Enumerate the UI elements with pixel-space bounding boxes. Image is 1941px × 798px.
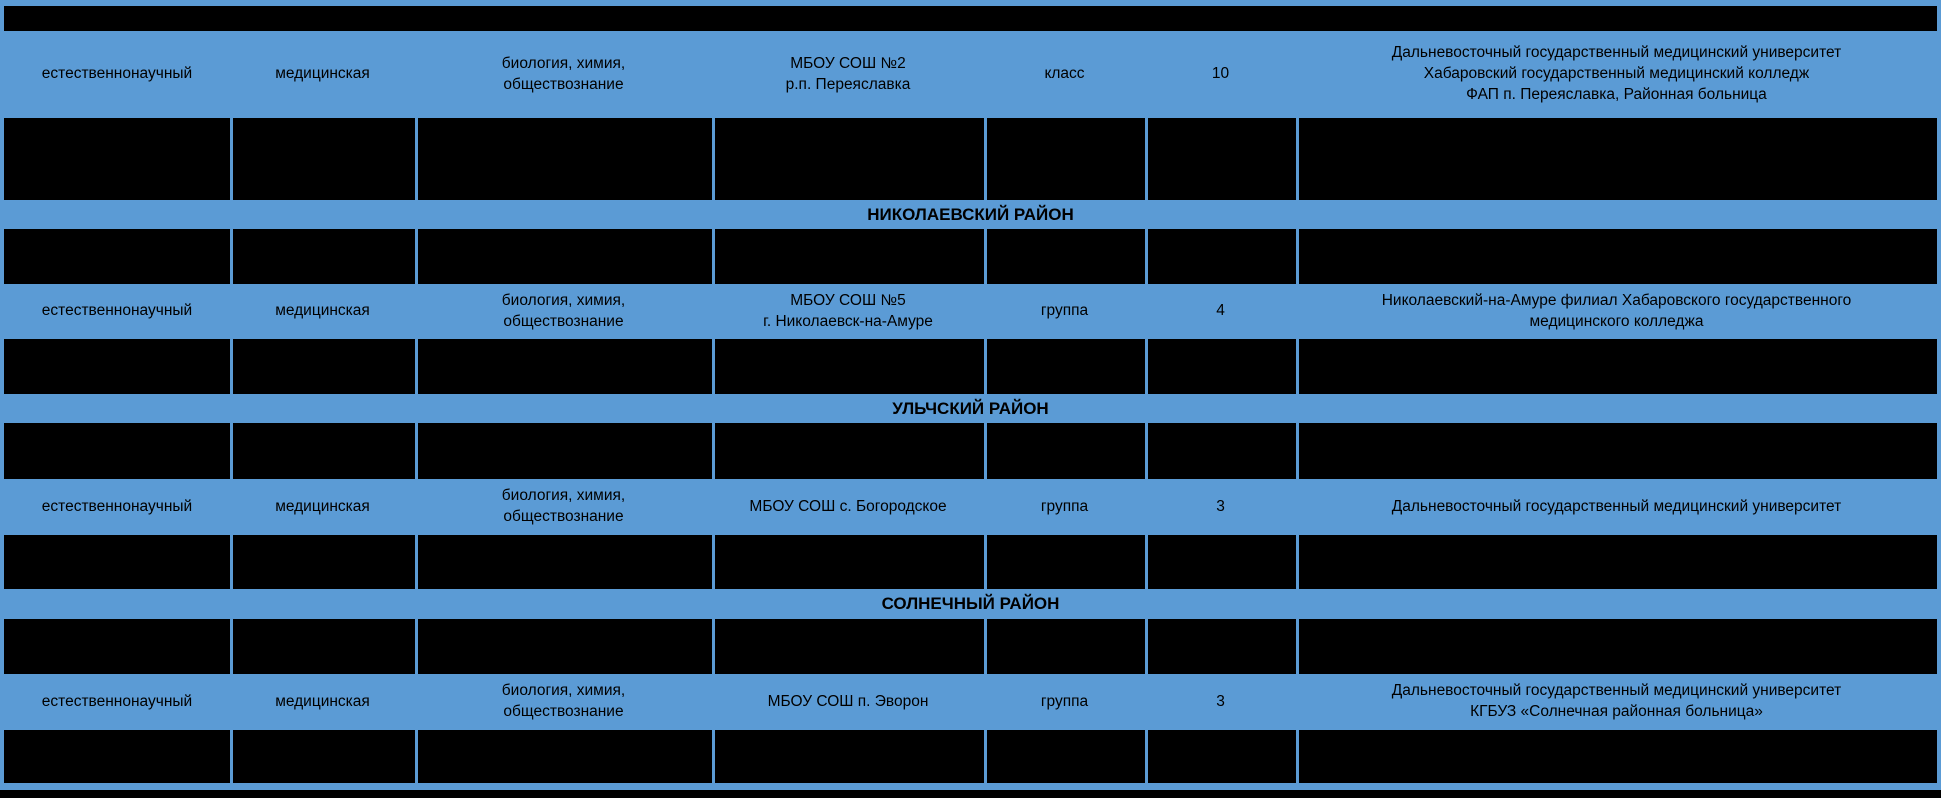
redacted-cell xyxy=(984,423,1145,479)
section-header-row: УЛЬЧСКИЙ РАЙОН xyxy=(4,394,1937,423)
section-header-label: НИКОЛАЕВСКИЙ РАЙОН xyxy=(867,204,1074,224)
redacted-cell xyxy=(4,118,230,200)
redacted-cell xyxy=(1296,730,1937,783)
redacted-cell xyxy=(230,339,415,394)
redacted-cell xyxy=(230,730,415,783)
redacted-cell xyxy=(415,118,712,200)
section-header-row: СОЛНЕЧНЫЙ РАЙОН xyxy=(4,589,1937,619)
redacted-cell xyxy=(415,535,712,589)
redacted-cell xyxy=(712,118,984,200)
cell-subjects: биология, химия, обществознание xyxy=(501,291,626,330)
cell-profile: естественнонаучный xyxy=(41,65,193,83)
redacted-cell xyxy=(1145,730,1296,783)
redacted-cell xyxy=(712,339,984,394)
table-row: естественнонаучный медицинская биология,… xyxy=(4,284,1937,339)
cell-partners: Дальневосточный государственный медицинс… xyxy=(1391,44,1842,103)
cell-subjects: биология, химия, обществознание xyxy=(501,54,626,93)
redacted-bottom-band xyxy=(0,790,1941,798)
redacted-cell xyxy=(4,619,230,674)
redacted-row xyxy=(4,730,1937,783)
cell-subjects: биология, химия, обществознание xyxy=(501,682,626,720)
redacted-cell xyxy=(1145,423,1296,479)
redacted-cell xyxy=(4,535,230,589)
redacted-cell xyxy=(984,339,1145,394)
redacted-row xyxy=(4,339,1937,394)
redacted-cell xyxy=(1145,118,1296,200)
section-header-label: СОЛНЕЧНЫЙ РАЙОН xyxy=(881,594,1060,613)
cell-direction: медицинская xyxy=(275,692,370,710)
cell-direction: медицинская xyxy=(275,302,370,320)
table-row: естественнонаучный медицинская биология,… xyxy=(4,31,1937,118)
redacted-row xyxy=(4,118,1937,200)
redacted-cell xyxy=(984,619,1145,674)
cell-partners: Дальневосточный государственный медицинс… xyxy=(1391,682,1842,720)
section-header-row: НИКОЛАЕВСКИЙ РАЙОН xyxy=(4,200,1937,229)
cell-form: группа xyxy=(1040,497,1089,515)
redacted-cell xyxy=(1145,535,1296,589)
cell-partners: Дальневосточный государственный медицинс… xyxy=(1391,497,1842,515)
redacted-cell xyxy=(1145,619,1296,674)
redacted-cell xyxy=(712,423,984,479)
cell-school: МБОУ СОШ с. Богородское xyxy=(749,497,947,515)
redacted-cell xyxy=(712,730,984,783)
redacted-cell xyxy=(1296,535,1937,589)
redacted-cell xyxy=(984,535,1145,589)
redacted-row xyxy=(4,229,1937,284)
redacted-cell xyxy=(984,730,1145,783)
cell-count: 3 xyxy=(1216,692,1225,710)
redacted-row xyxy=(4,423,1937,479)
cell-form: группа xyxy=(1040,302,1089,320)
cell-form: группа xyxy=(1040,692,1089,710)
cell-direction: медицинская xyxy=(275,65,370,83)
redacted-cell xyxy=(1296,339,1937,394)
redacted-cell xyxy=(4,423,230,479)
cell-profile: естественнонаучный xyxy=(41,692,193,710)
redacted-cell xyxy=(230,535,415,589)
table-row: естественнонаучный медицинская биология,… xyxy=(4,674,1937,730)
redacted-row xyxy=(4,535,1937,589)
redacted-cell xyxy=(984,118,1145,200)
redacted-cell xyxy=(230,118,415,200)
cell-count: 4 xyxy=(1216,302,1225,320)
cell-school: МБОУ СОШ п. Эворон xyxy=(767,692,929,710)
cell-partners: Николаевский-на-Амуре филиал Хабаровског… xyxy=(1381,291,1852,330)
redacted-cell xyxy=(415,730,712,783)
redacted-cell xyxy=(712,619,984,674)
redacted-row xyxy=(4,619,1937,674)
redacted-cell xyxy=(230,229,415,284)
redacted-cell xyxy=(1296,619,1937,674)
redacted-cell xyxy=(1145,339,1296,394)
redacted-cell xyxy=(415,423,712,479)
redacted-cell xyxy=(230,423,415,479)
redacted-cell xyxy=(1296,118,1937,200)
table-row: естественнонаучный медицинская биология,… xyxy=(4,479,1937,535)
redacted-cell xyxy=(4,339,230,394)
cell-profile: естественнонаучный xyxy=(41,302,193,320)
redacted-cell xyxy=(4,229,230,284)
redacted-cell xyxy=(1296,423,1937,479)
cell-school: МБОУ СОШ №5 г. Николаевск-на-Амуре xyxy=(763,291,933,330)
redacted-cell xyxy=(1145,229,1296,284)
redacted-cell xyxy=(230,619,415,674)
redacted-cell xyxy=(4,730,230,783)
cell-direction: медицинская xyxy=(275,497,370,515)
redacted-cell xyxy=(712,229,984,284)
cell-form: класс xyxy=(1044,65,1085,83)
redacted-cell xyxy=(415,229,712,284)
cell-count: 10 xyxy=(1211,65,1230,83)
cell-profile: естественнонаучный xyxy=(41,497,193,515)
redacted-cell xyxy=(415,619,712,674)
redacted-header-row xyxy=(4,6,1937,31)
cell-subjects: биология, химия, обществознание xyxy=(501,487,626,525)
redacted-cell xyxy=(415,339,712,394)
redacted-cell xyxy=(1296,229,1937,284)
redacted-cell xyxy=(984,229,1145,284)
section-header-label: УЛЬЧСКИЙ РАЙОН xyxy=(892,398,1049,418)
cell-count: 3 xyxy=(1216,497,1225,515)
cell-school: МБОУ СОШ №2 р.п. Переяславка xyxy=(785,54,911,93)
redacted-cell xyxy=(712,535,984,589)
